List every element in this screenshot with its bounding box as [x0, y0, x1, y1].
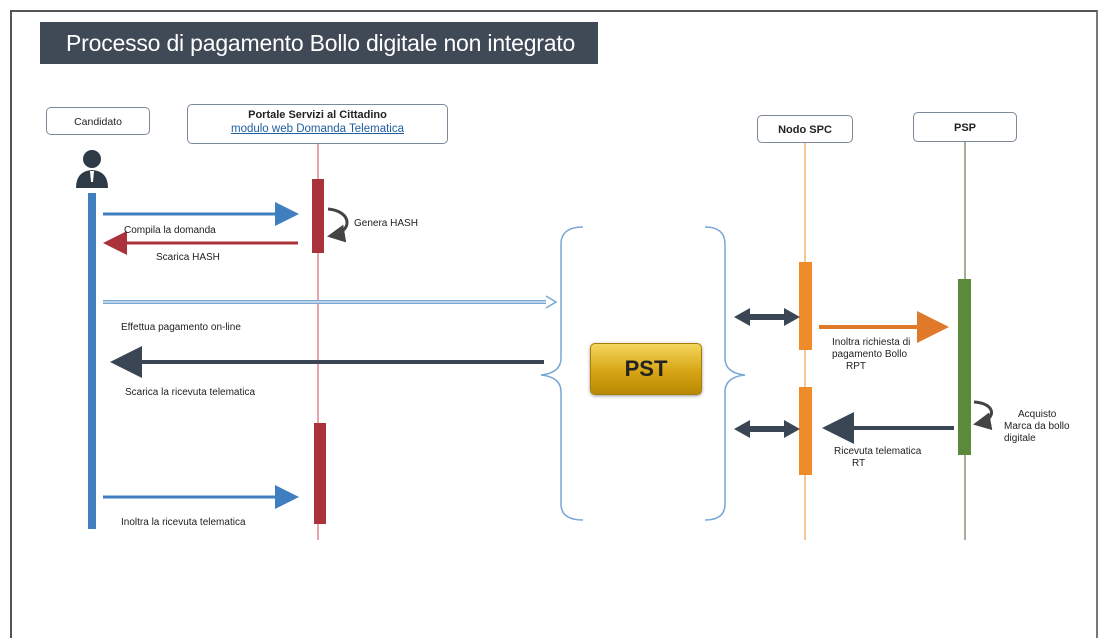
- psp-activation: [958, 279, 971, 455]
- nodo-activation-1: [799, 262, 812, 350]
- candidato-lifeline: [88, 193, 96, 529]
- label-effettua-pagamento: Effettua pagamento on-line: [121, 322, 241, 333]
- nodo-activation-2: [799, 387, 812, 475]
- pst-right-brace: [704, 226, 746, 521]
- label-inoltra-richiesta-line2: pagamento Bollo: [832, 349, 908, 360]
- arrow-effettua-pagamento: [103, 295, 558, 309]
- label-acquisto-line3: digitale: [1004, 433, 1036, 444]
- double-arrow-pst-nodo-2: [734, 420, 800, 438]
- label-inoltra-richiesta-line1: Inoltra richiesta di: [832, 337, 911, 348]
- participant-psp-label: PSP: [953, 122, 976, 134]
- label-ricevuta-rt-line1: Ricevuta telematica: [834, 446, 922, 457]
- participant-portale-title: Portale Servizi al Cittadino: [248, 109, 387, 121]
- participant-psp: PSP: [913, 112, 1017, 142]
- label-ricevuta-rt-line2: RT: [852, 458, 866, 469]
- participant-nodo-spc: Nodo SPC: [757, 115, 853, 143]
- label-inoltra-richiesta-line3: RPT: [846, 361, 866, 372]
- pst-box: PST: [590, 343, 702, 395]
- user-icon: [76, 150, 108, 188]
- arrow-genera-hash-self: [327, 207, 349, 243]
- label-acquisto: Acquisto Marca da bollo digitale: [1004, 409, 1070, 445]
- participant-portale-subtitle: modulo web Domanda Telematica: [230, 123, 405, 135]
- label-scarica-hash: Scarica HASH: [156, 252, 220, 263]
- label-genera-hash: Genera HASH: [354, 218, 418, 229]
- label-inoltra-ricevuta: Inoltra la ricevuta telematica: [121, 517, 246, 528]
- label-inoltra-richiesta: Inoltra richiesta di pagamento Bollo RPT: [832, 337, 910, 373]
- double-arrow-pst-nodo-1: [734, 308, 800, 326]
- label-scarica-ricevuta: Scarica la ricevuta telematica: [125, 387, 256, 398]
- participant-candidato: Candidato: [46, 107, 150, 135]
- label-acquisto-line2: Marca da bollo: [1004, 421, 1070, 432]
- portale-activation-2: [314, 423, 326, 524]
- participant-portale: Portale Servizi al Cittadino modulo web …: [187, 104, 448, 144]
- portale-activation-1: [312, 179, 324, 253]
- label-ricevuta-rt: Ricevuta telematica RT: [834, 446, 921, 470]
- label-acquisto-line1: Acquisto: [1018, 409, 1057, 420]
- arrow-acquisto-self: [973, 400, 993, 431]
- pst-left-brace: [540, 226, 584, 521]
- participant-candidato-label: Candidato: [74, 116, 122, 128]
- slide-title: Processo di pagamento Bollo digitale non…: [40, 22, 598, 64]
- slide-frame: [10, 10, 1098, 638]
- label-compila-domanda: Compila la domanda: [124, 225, 216, 236]
- participant-nodo-spc-label: Nodo SPC: [778, 124, 832, 136]
